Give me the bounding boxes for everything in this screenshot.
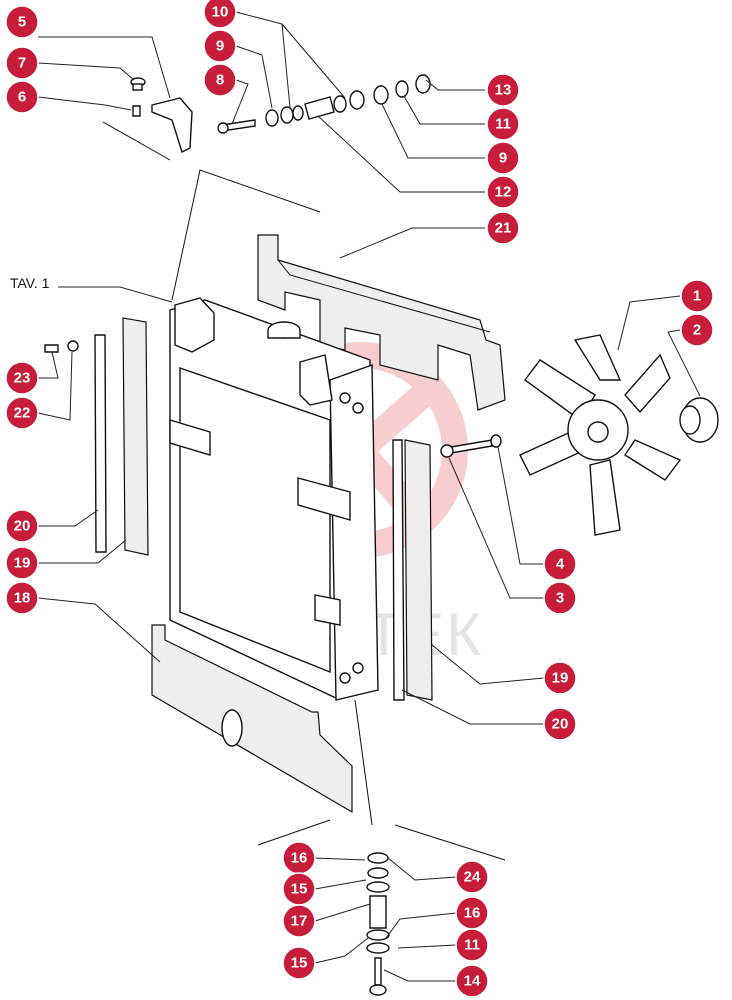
callout-12: 12: [486, 175, 520, 209]
svg-text:15: 15: [291, 881, 308, 898]
callout-6: 6: [5, 80, 39, 114]
callout-21: 21: [486, 211, 520, 245]
svg-text:18: 18: [14, 590, 31, 607]
callout-4: 4: [543, 547, 577, 581]
bottom-mount-stack: [257, 699, 506, 996]
callout-11-bottom: 11: [455, 928, 489, 962]
callout-11-top: 11: [486, 107, 520, 141]
callout-17: 17: [282, 904, 316, 938]
callout-16-left: 16: [282, 841, 316, 875]
callout-24: 24: [455, 860, 489, 894]
top-bracket-assembly: [102, 77, 321, 301]
callout-13: 13: [486, 73, 520, 107]
svg-text:15: 15: [291, 955, 308, 972]
callout-16-right: 16: [455, 896, 489, 930]
svg-text:9: 9: [216, 38, 224, 55]
svg-text:23: 23: [14, 370, 31, 387]
svg-text:20: 20: [552, 716, 569, 733]
callout-20-right: 20: [543, 707, 577, 741]
callout-10: 10: [203, 0, 237, 29]
svg-text:5: 5: [18, 14, 26, 31]
svg-text:8: 8: [216, 72, 224, 89]
callout-7: 7: [5, 46, 39, 80]
callout-19-right: 19: [543, 661, 577, 695]
svg-text:16: 16: [291, 850, 308, 867]
radiator-core: [169, 297, 379, 701]
callout-3: 3: [543, 581, 577, 615]
callout-badges: 5 7 6 10 9 8 13 11 9 12 21 1 2 4 3 19 20…: [5, 0, 714, 998]
svg-text:4: 4: [556, 556, 565, 573]
right-side-seals: [392, 439, 433, 701]
callout-8: 8: [203, 63, 237, 97]
table-label-leader: [58, 286, 173, 303]
svg-text:3: 3: [556, 590, 564, 607]
callout-23: 23: [5, 361, 39, 395]
callout-15-lower: 15: [282, 946, 316, 980]
callout-5: 5: [5, 5, 39, 39]
svg-text:22: 22: [14, 405, 31, 422]
svg-text:13: 13: [495, 82, 512, 99]
table-label: TAV. 1: [10, 275, 50, 291]
callout-1: 1: [680, 279, 714, 313]
callout-22: 22: [5, 396, 39, 430]
svg-text:19: 19: [14, 555, 31, 572]
svg-text:2: 2: [693, 322, 701, 339]
top-spacer-stack: [217, 74, 431, 134]
svg-text:24: 24: [464, 869, 481, 886]
svg-text:19: 19: [552, 670, 569, 687]
svg-text:12: 12: [495, 184, 512, 201]
svg-text:20: 20: [14, 518, 31, 535]
svg-text:17: 17: [291, 913, 308, 930]
svg-text:11: 11: [464, 937, 480, 954]
svg-text:16: 16: [464, 905, 481, 922]
callout-9-right: 9: [486, 141, 520, 175]
top-shroud: [257, 234, 506, 411]
svg-text:21: 21: [495, 220, 512, 237]
svg-text:1: 1: [693, 288, 701, 305]
svg-text:11: 11: [495, 116, 511, 133]
svg-text:7: 7: [18, 55, 26, 72]
callout-18: 18: [5, 581, 39, 615]
svg-text:9: 9: [499, 150, 507, 167]
svg-text:14: 14: [464, 973, 481, 990]
leader-lines: [37, 11, 701, 982]
callout-2: 2: [680, 313, 714, 347]
bottom-shroud: [151, 624, 353, 814]
svg-text:10: 10: [212, 4, 229, 21]
left-side-seals: [44, 317, 149, 556]
callout-14: 14: [455, 964, 489, 998]
cooling-fan: [440, 334, 719, 536]
svg-text:6: 6: [18, 89, 26, 106]
callout-15-upper: 15: [282, 872, 316, 906]
callout-20-left: 20: [5, 509, 39, 543]
callout-9-top: 9: [203, 29, 237, 63]
callout-19-left: 19: [5, 546, 39, 580]
